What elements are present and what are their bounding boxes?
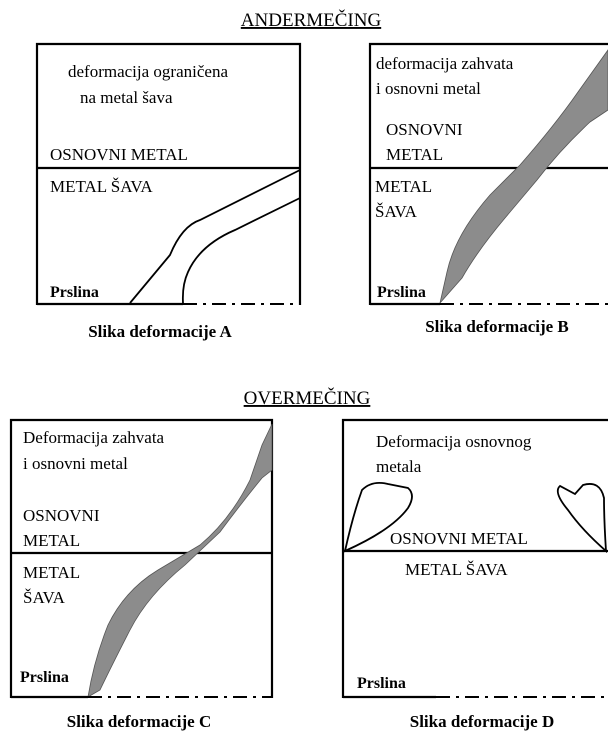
panel-b-crack-label: Prslina <box>377 284 426 301</box>
panel-b-weld-metal-label-line2: ŠAVA <box>375 202 418 221</box>
panel-d-base-metal-label: OSNOVNI METAL <box>390 529 528 548</box>
panel-b: deformacija zahvata i osnovni metal OSNO… <box>368 42 608 336</box>
panel-c-base-metal-label-line2: METAL <box>23 531 80 550</box>
panel-b-caption: Slika deformacije B <box>425 317 569 336</box>
panel-d-frame <box>341 418 608 698</box>
panel-c: Deformacija zahvata i osnovni metal OSNO… <box>9 418 274 731</box>
panel-b-description-line1: deformacija zahvata <box>376 54 514 73</box>
panel-a-weld-metal-label: METAL ŠAVA <box>50 177 153 196</box>
panel-a: deformacija ograničena na metal šava OSN… <box>35 42 302 341</box>
panel-b-description-line2: i osnovni metal <box>376 79 481 98</box>
panel-d-weld-metal-label: METAL ŠAVA <box>405 560 508 579</box>
panel-d-left-plastic-zone <box>343 481 413 553</box>
panel-d-description-line1: Deformacija osnovnog <box>376 432 532 451</box>
panel-a-crack-label: Prslina <box>50 284 99 301</box>
panel-b-frame <box>368 42 608 305</box>
panel-a-base-metal-label: OSNOVNI METAL <box>50 145 188 164</box>
panel-b-weld-metal-label-line1: METAL <box>375 177 432 196</box>
panel-d-crack-label: Prslina <box>357 675 406 692</box>
undermatching-heading: ANDERMEČING <box>241 9 382 31</box>
panel-c-plastic-zone <box>87 423 273 698</box>
panel-c-description-line2: i osnovni metal <box>23 454 128 473</box>
panel-c-base-metal-label-line1: OSNOVNI <box>23 506 100 525</box>
panel-c-weld-metal-label-line2: ŠAVA <box>23 588 66 607</box>
panel-a-plastic-zone-inner <box>181 197 301 304</box>
panel-c-frame <box>9 418 274 698</box>
panel-c-weld-metal-label-line1: METAL <box>23 563 80 582</box>
panel-c-caption: Slika deformacije C <box>67 712 211 731</box>
panel-d-caption: Slika deformacije D <box>410 712 554 731</box>
panel-d-description-line2: metala <box>376 457 422 476</box>
panel-d: Deformacija osnovnog metala OSNOVNI META… <box>341 418 608 731</box>
panel-b-base-metal-label-line2: METAL <box>386 145 443 164</box>
panel-c-crack-label: Prslina <box>20 669 69 686</box>
panel-d-right-plastic-zone <box>556 483 608 554</box>
panel-c-description-line1: Deformacija zahvata <box>23 428 165 447</box>
panel-a-caption: Slika deformacije A <box>88 322 232 341</box>
panel-a-plastic-zone-outer <box>129 169 301 304</box>
panel-b-base-metal-label-line1: OSNOVNI <box>386 120 463 139</box>
panel-a-description-line1: deformacija ograničena <box>68 62 228 81</box>
panel-a-description-line2: na metal šava <box>80 88 173 107</box>
panel-a-frame <box>35 42 302 305</box>
panel-b-plastic-zone <box>439 49 608 304</box>
overmatching-heading: OVERMEČING <box>244 387 371 409</box>
